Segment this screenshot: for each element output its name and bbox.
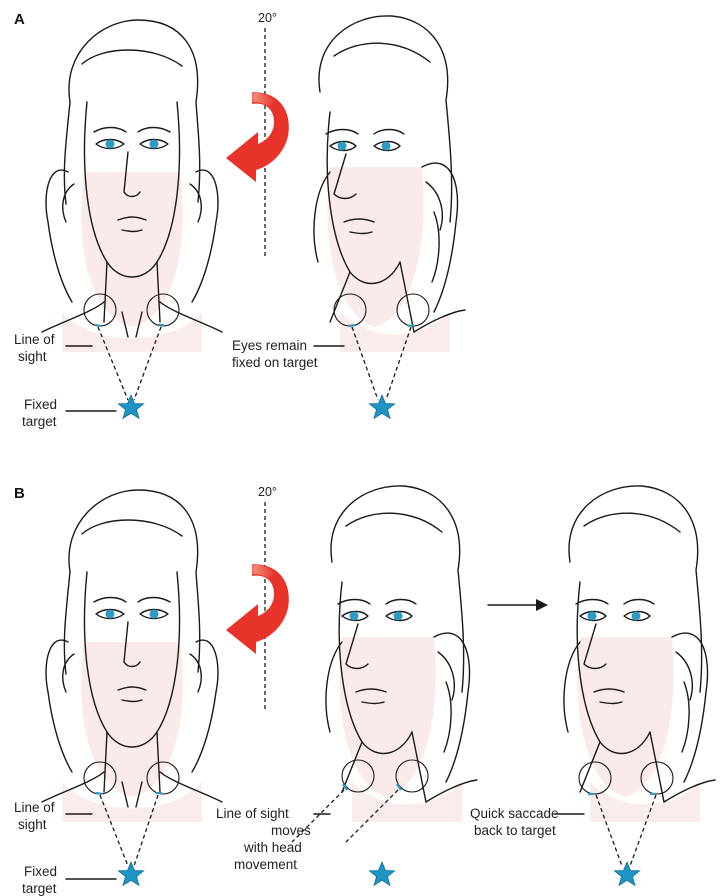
panel-b-target-star-right [614,862,639,885]
panel-b-rotation-arrow [226,564,289,654]
panel-a: A 20° Line of sight Fixed target [14,11,465,429]
panel-a-head-front [42,20,222,352]
panel-b-line-of-sight-label-1: Line of [14,800,55,815]
panel-b-head-turned-1 [326,486,477,822]
panel-a-label: A [14,11,25,28]
panel-b-line-of-sight-label-2: sight [18,817,47,832]
panel-b-right-label-2: back to target [474,823,556,838]
panel-a-line-of-sight-label-1: Line of [14,332,55,347]
panel-b-head-front [42,490,222,822]
panel-b-label: B [14,485,25,502]
panel-a-line-of-sight-label-2: sight [18,349,47,364]
panel-a-fixed-target-label-2: target [22,414,57,429]
panel-b-target-star-middle [369,862,394,885]
panel-a-fixed-target-label-1: Fixed [24,397,57,412]
panel-b-target-star-left [118,862,143,885]
panel-a-middle-label-2: fixed on target [232,355,318,370]
panel-a-target-star-middle [369,395,394,418]
panel-b-head-turned-2 [564,486,715,822]
panel-a-target-star-left [118,395,143,418]
panel-b-middle-label-1: Line of sight [216,806,289,821]
panel-b-fixed-target-label-1: Fixed [24,864,57,879]
panel-a-angle-label: 20° [258,11,277,25]
panel-b-right-label-1: Quick saccade [470,806,559,821]
panel-b-middle-label-3: with head [243,840,302,855]
panel-b-middle-label-2: moves [271,823,311,838]
panel-b-angle-label: 20° [258,485,277,499]
panel-b-fixed-target-label-2: target [22,881,57,896]
panel-a-middle-label-1: Eyes remain [232,338,307,353]
panel-b-middle-label-4: movement [234,857,297,872]
panel-a-rotation-arrow [226,92,289,182]
panel-b: B 20° Line of sight Fixed target [14,485,715,896]
panel-b-step-arrow [488,599,548,611]
